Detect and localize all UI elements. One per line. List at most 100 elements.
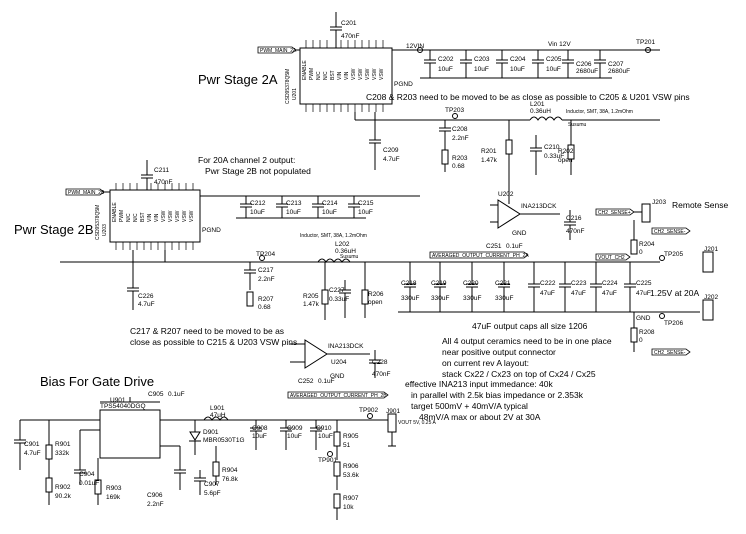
u203-ref: U203 (102, 224, 108, 236)
pins-u203-6-label: VIN (154, 213, 160, 222)
components-r203-val-label: 0.68 (452, 163, 465, 170)
components-c205-val-label: 10uF (546, 66, 561, 73)
components-c910-val-label: 10uF (318, 433, 333, 440)
pins-u203-2-label: N/C (126, 213, 132, 222)
note-ceramics-3: on current rev A layout: (442, 358, 529, 368)
remote-sense-title: Remote Sense (672, 200, 728, 210)
j203-connector[interactable] (641, 203, 651, 223)
tp201-label: TP201 (636, 39, 656, 46)
components-r902-val-label: 90.2k (55, 493, 72, 500)
components-c252-val-label: 0.1uF (318, 378, 335, 385)
components-c216-ref-label: C216 (566, 215, 582, 222)
vout-label: 1.25V at 20A (650, 288, 699, 298)
pwr-stage-2a-title: Pwr Stage 2A (198, 72, 278, 87)
u201-pin-3: N/C (316, 71, 322, 80)
components-c223-val-label: 47uF (571, 290, 586, 297)
components-c222-ref-label: C222 (540, 280, 556, 287)
components-r905-ref-label: R905 (343, 433, 359, 440)
components-c214-val-label: 10uF (322, 209, 337, 216)
u901-ref: U901 (110, 397, 126, 404)
j901-label: J901 (386, 408, 400, 415)
j203-label: J203 (652, 199, 666, 206)
pwr-stage-2b-block: C211 470nF U203 CSD95378Q5M ENABLE PWM N… (14, 160, 660, 399)
tp206-label: TP206 (664, 320, 684, 327)
u201-pin-12: VSW (379, 68, 385, 80)
gnd-label-u204: GND (330, 373, 345, 380)
gnd-out-label: GND (636, 315, 651, 322)
v12-flag: 12VIN (406, 43, 424, 50)
pwm-2b-flag: PWM_MAIN_2B (68, 190, 105, 196)
components-c215-ref-label: C215 (358, 200, 374, 207)
components-c226-ref-label: C226 (138, 293, 154, 300)
d901-part: MBR0530T1G (203, 437, 245, 444)
components-c910-ref-label: C910 (316, 425, 332, 432)
u201-pins: ENABLE PWM N/C N/C BST VIN VIN VSW VSW V… (302, 60, 385, 80)
note-c217-2: close as possible to C215 & U203 VSW pin… (130, 337, 297, 347)
j201-connector[interactable] (702, 251, 714, 273)
l201-val: 0.36uH (530, 108, 551, 115)
components-c251-ref-label: C251 (486, 243, 502, 250)
components-r201-ref-label: R201 (481, 148, 497, 155)
pins-u203-9-label: VSW (175, 210, 181, 222)
components-c908-val-label: 10uF (252, 433, 267, 440)
note-c208: C208 & R203 need to be moved to be as cl… (366, 92, 690, 102)
components-c211-val-label: 470nF (154, 179, 172, 186)
pins-u203-0-label: ENABLE (112, 202, 118, 222)
l901-val: 47uH (210, 412, 226, 419)
u202-opamp[interactable] (497, 199, 521, 229)
j901-connector[interactable] (387, 413, 397, 433)
vin-label: Vin 12V (548, 41, 571, 48)
u201-pin-5: BST (330, 70, 336, 80)
components-r907-ref-label: R907 (343, 495, 359, 502)
u203-chip[interactable] (109, 189, 201, 243)
l901-ref: L901 (210, 405, 225, 412)
components-c907-val-label: 5.6pF (204, 490, 221, 497)
components-c204-val-label: 10uF (510, 66, 525, 73)
components-r906-val-label: 53.6k (343, 472, 360, 479)
u901-chip[interactable] (99, 409, 161, 459)
components-r206-ref-label: R206 (368, 291, 384, 298)
note-ina-3: target 500mV + 40mV/A typical (411, 401, 528, 411)
components-c226-val-label: 4.7uF (138, 301, 155, 308)
components-c203-ref-label: C203 (474, 56, 490, 63)
components-c218-ref-label: C218 (401, 280, 417, 287)
note-ceramics-2: near positive output connector (442, 347, 556, 357)
u201-pin-8: VSW (351, 68, 357, 80)
components-c228-ref-label: C228 (372, 359, 388, 366)
pins-u203-1-label: PWM (119, 210, 125, 222)
components-r208-val-label: 0 (639, 337, 643, 344)
components-c221-ref-label: C221 (495, 280, 511, 287)
components-c212-val-label: 10uF (250, 209, 265, 216)
pwm-2a-flag: PWM_MAIN_2A (260, 48, 297, 54)
u201-ref: U201 (292, 88, 298, 100)
components-r903-ref-label: R903 (106, 485, 122, 492)
components-c203-val-label: 10uF (474, 66, 489, 73)
components-c212-ref-label: C212 (250, 200, 266, 207)
components-c219-ref-label: C219 (431, 280, 447, 287)
components-c202-ref-label: C202 (438, 56, 454, 63)
components-c214-ref-label: C214 (322, 200, 338, 207)
components-c224-ref-label: C224 (602, 280, 618, 287)
pins-u203-8-label: VSW (168, 210, 174, 222)
components-c207-ref-label: C207 (608, 61, 624, 68)
components-c202-val-label: 10uF (438, 66, 453, 73)
pgnd-label: PGND (394, 81, 413, 88)
components-c208-val-label: 2.2nF (452, 135, 469, 142)
u204-opamp[interactable] (304, 339, 328, 369)
components-r904-ref-label: R904 (222, 467, 238, 474)
j202-connector[interactable] (702, 299, 714, 321)
components-c228-val-label: 470nF (372, 371, 390, 378)
components-c904-ref-label: C904 (79, 471, 95, 478)
tp902-label: TP902 (359, 407, 379, 414)
components-c213-ref-label: C213 (286, 200, 302, 207)
u201-chip[interactable] (299, 47, 393, 105)
components-r903-val-label: 169k (106, 494, 121, 501)
u203-part: CSD95378Q5M (95, 205, 101, 240)
components-c906-ref-label: C906 (147, 492, 163, 499)
pins-u203-5-label: VIN (147, 213, 153, 222)
tp901-label: TP901 (318, 457, 338, 464)
note-47uf: 47uF output caps all size 1206 (472, 321, 588, 331)
d901-ref: D901 (203, 429, 219, 436)
components-c252-ref-label: C252 (298, 378, 314, 385)
components-r905-val-label: 51 (343, 442, 351, 449)
